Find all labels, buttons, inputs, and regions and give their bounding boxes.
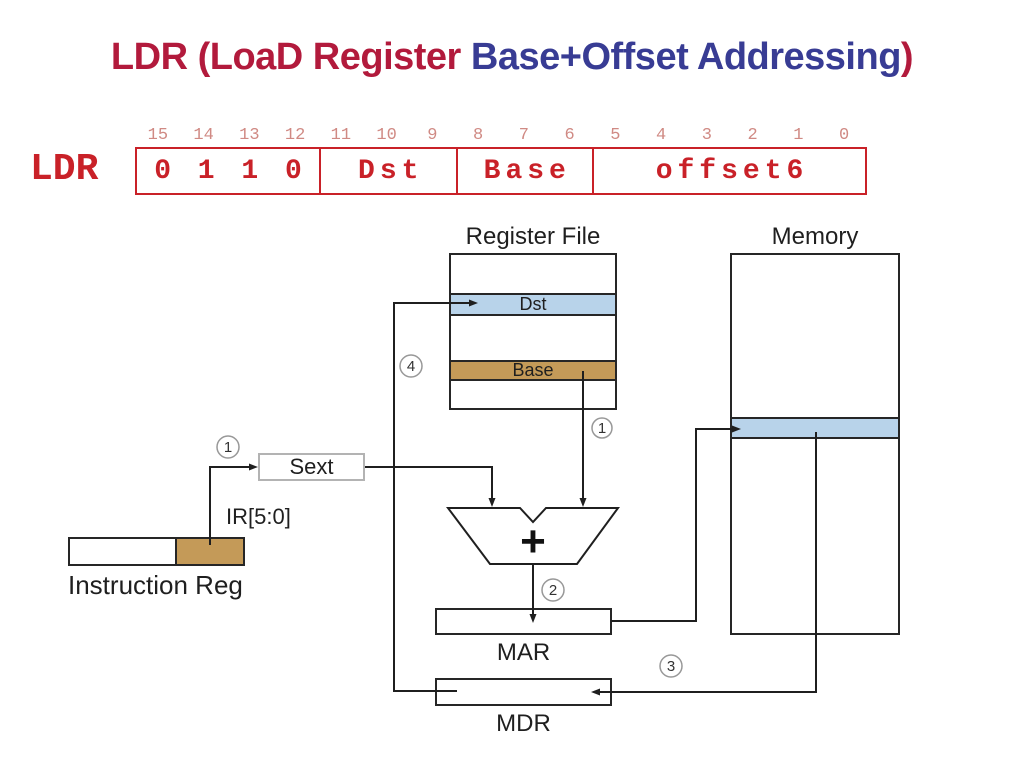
mar-label: MAR	[496, 639, 551, 666]
mdr-box	[435, 678, 612, 706]
step-circle-1-base	[591, 417, 613, 439]
page-title: LDR (LoaD Register Base+Offset Addressin…	[0, 36, 1024, 79]
memory-box	[730, 253, 900, 635]
bit-number: 8	[473, 126, 484, 145]
step-number-3: 3	[667, 658, 675, 675]
register-file-box: Dst Base	[449, 253, 617, 410]
adder-plus-label: +	[520, 517, 546, 566]
step-number-2: 2	[549, 582, 557, 599]
step-circle-1-sext	[216, 435, 240, 459]
field-offset6: offset6	[592, 149, 865, 193]
step-number-4: 4	[407, 358, 415, 375]
memory-title: Memory	[771, 223, 859, 250]
register-file-dst-row: Dst	[451, 293, 615, 316]
mar-box	[435, 608, 612, 635]
title-prefix: LDR (LoaD Register	[110, 36, 471, 78]
arrow-mar-to-memory	[611, 425, 741, 622]
step-circle-3	[659, 654, 683, 678]
field-dst: Dst	[319, 149, 456, 193]
sext-box: Sext	[258, 453, 365, 481]
bit-number: 9	[427, 126, 438, 145]
bit-number: 7	[518, 126, 529, 145]
instruction-reg-box	[68, 537, 245, 566]
bit-number: 3	[701, 126, 712, 145]
bit-number: 10	[376, 126, 397, 145]
step-number-1-sext: 1	[224, 439, 232, 456]
bit-number: 12	[284, 126, 306, 145]
memory-addressed-row	[732, 417, 898, 439]
step-circle-4	[399, 354, 423, 378]
instruction-field-table: 0 1 1 0 Dst Base offset6	[135, 147, 867, 195]
register-file-base-row: Base	[451, 360, 615, 381]
bit-number: 0	[839, 126, 850, 145]
bit-number: 13	[239, 126, 260, 145]
field-opcode: 0 1 1 0	[154, 155, 307, 187]
bit-number: 1	[793, 126, 804, 145]
field-base: Base	[455, 149, 593, 193]
bit-number: 5	[610, 126, 621, 145]
register-file-title: Register File	[465, 223, 601, 250]
mdr-label: MDR	[496, 710, 551, 737]
bit-number: 11	[330, 126, 352, 145]
adder-shape	[446, 507, 620, 565]
step-circle-2	[541, 578, 565, 602]
title-suffix: )	[900, 36, 914, 78]
bit-number: 15	[147, 126, 169, 145]
title-highlight: Base+Offset Addressing	[470, 36, 902, 78]
bit-number: 2	[747, 126, 758, 145]
bit-number: 6	[564, 126, 575, 145]
ir-field-label: IR[5:0]	[226, 504, 291, 529]
instruction-reg-caption: Instruction Reg	[68, 570, 243, 600]
arrow-sext-to-adder	[365, 466, 496, 507]
bit-numbers-row: 15 14 13 12 11 10 9 8 7 6 5 4 3 2 1 0	[135, 126, 867, 146]
instruction-reg-offset-segment	[175, 537, 245, 566]
bit-number: 4	[656, 126, 667, 145]
step-number-1-base: 1	[598, 420, 606, 437]
instruction-mnemonic: LDR	[30, 148, 99, 191]
bit-number: 14	[193, 126, 214, 145]
